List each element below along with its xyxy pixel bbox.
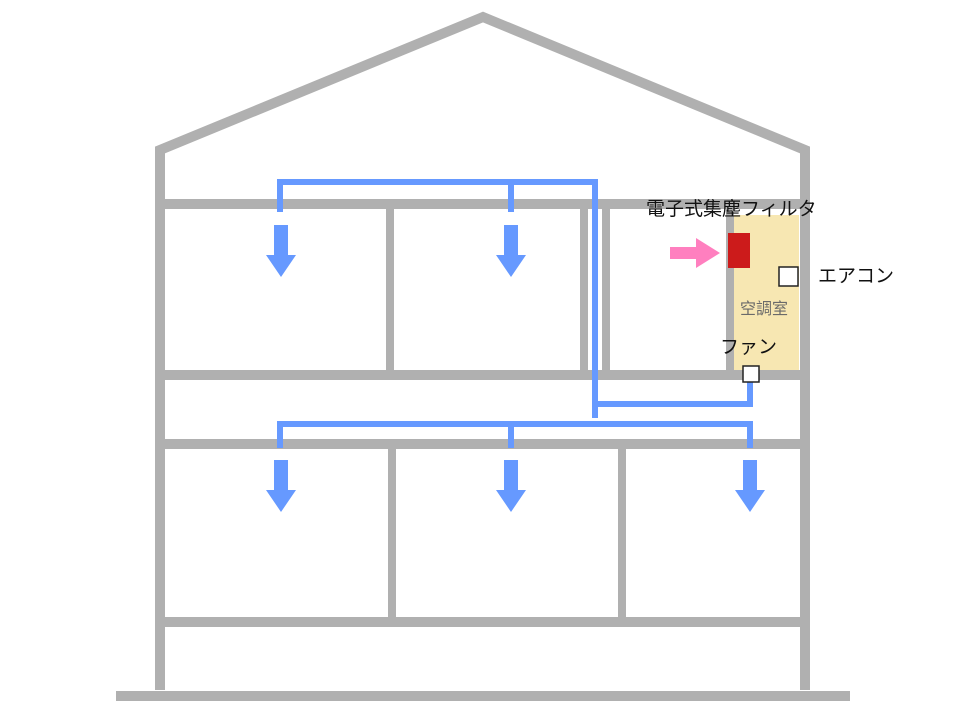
- house-outline: [155, 11, 810, 690]
- house-structure: [116, 11, 850, 701]
- airflow-arrows: [266, 225, 765, 512]
- ac-room-label: 空調室: [740, 299, 789, 318]
- electronic-filter: [728, 233, 750, 268]
- aircon-label: エアコン: [818, 265, 895, 287]
- fan-unit: [742, 365, 760, 383]
- airflow-arrow-2f-center: [496, 225, 526, 277]
- duct-system: [277, 179, 753, 448]
- airflow-arrow-1f-left: [266, 460, 296, 512]
- intake-arrow-icon: [670, 238, 720, 268]
- filter-label: 電子式集塵フィルタ: [646, 198, 817, 220]
- fan-label: ファン: [720, 336, 778, 358]
- airflow-arrow-1f-center: [496, 460, 526, 512]
- airflow-arrow-1f-right: [735, 460, 765, 512]
- airflow-arrow-2f-left: [266, 225, 296, 277]
- aircon-unit: [778, 266, 799, 287]
- duct-lower-main: [277, 421, 753, 448]
- duct-upper-main: [277, 179, 598, 418]
- duct-fan-link: [595, 382, 753, 407]
